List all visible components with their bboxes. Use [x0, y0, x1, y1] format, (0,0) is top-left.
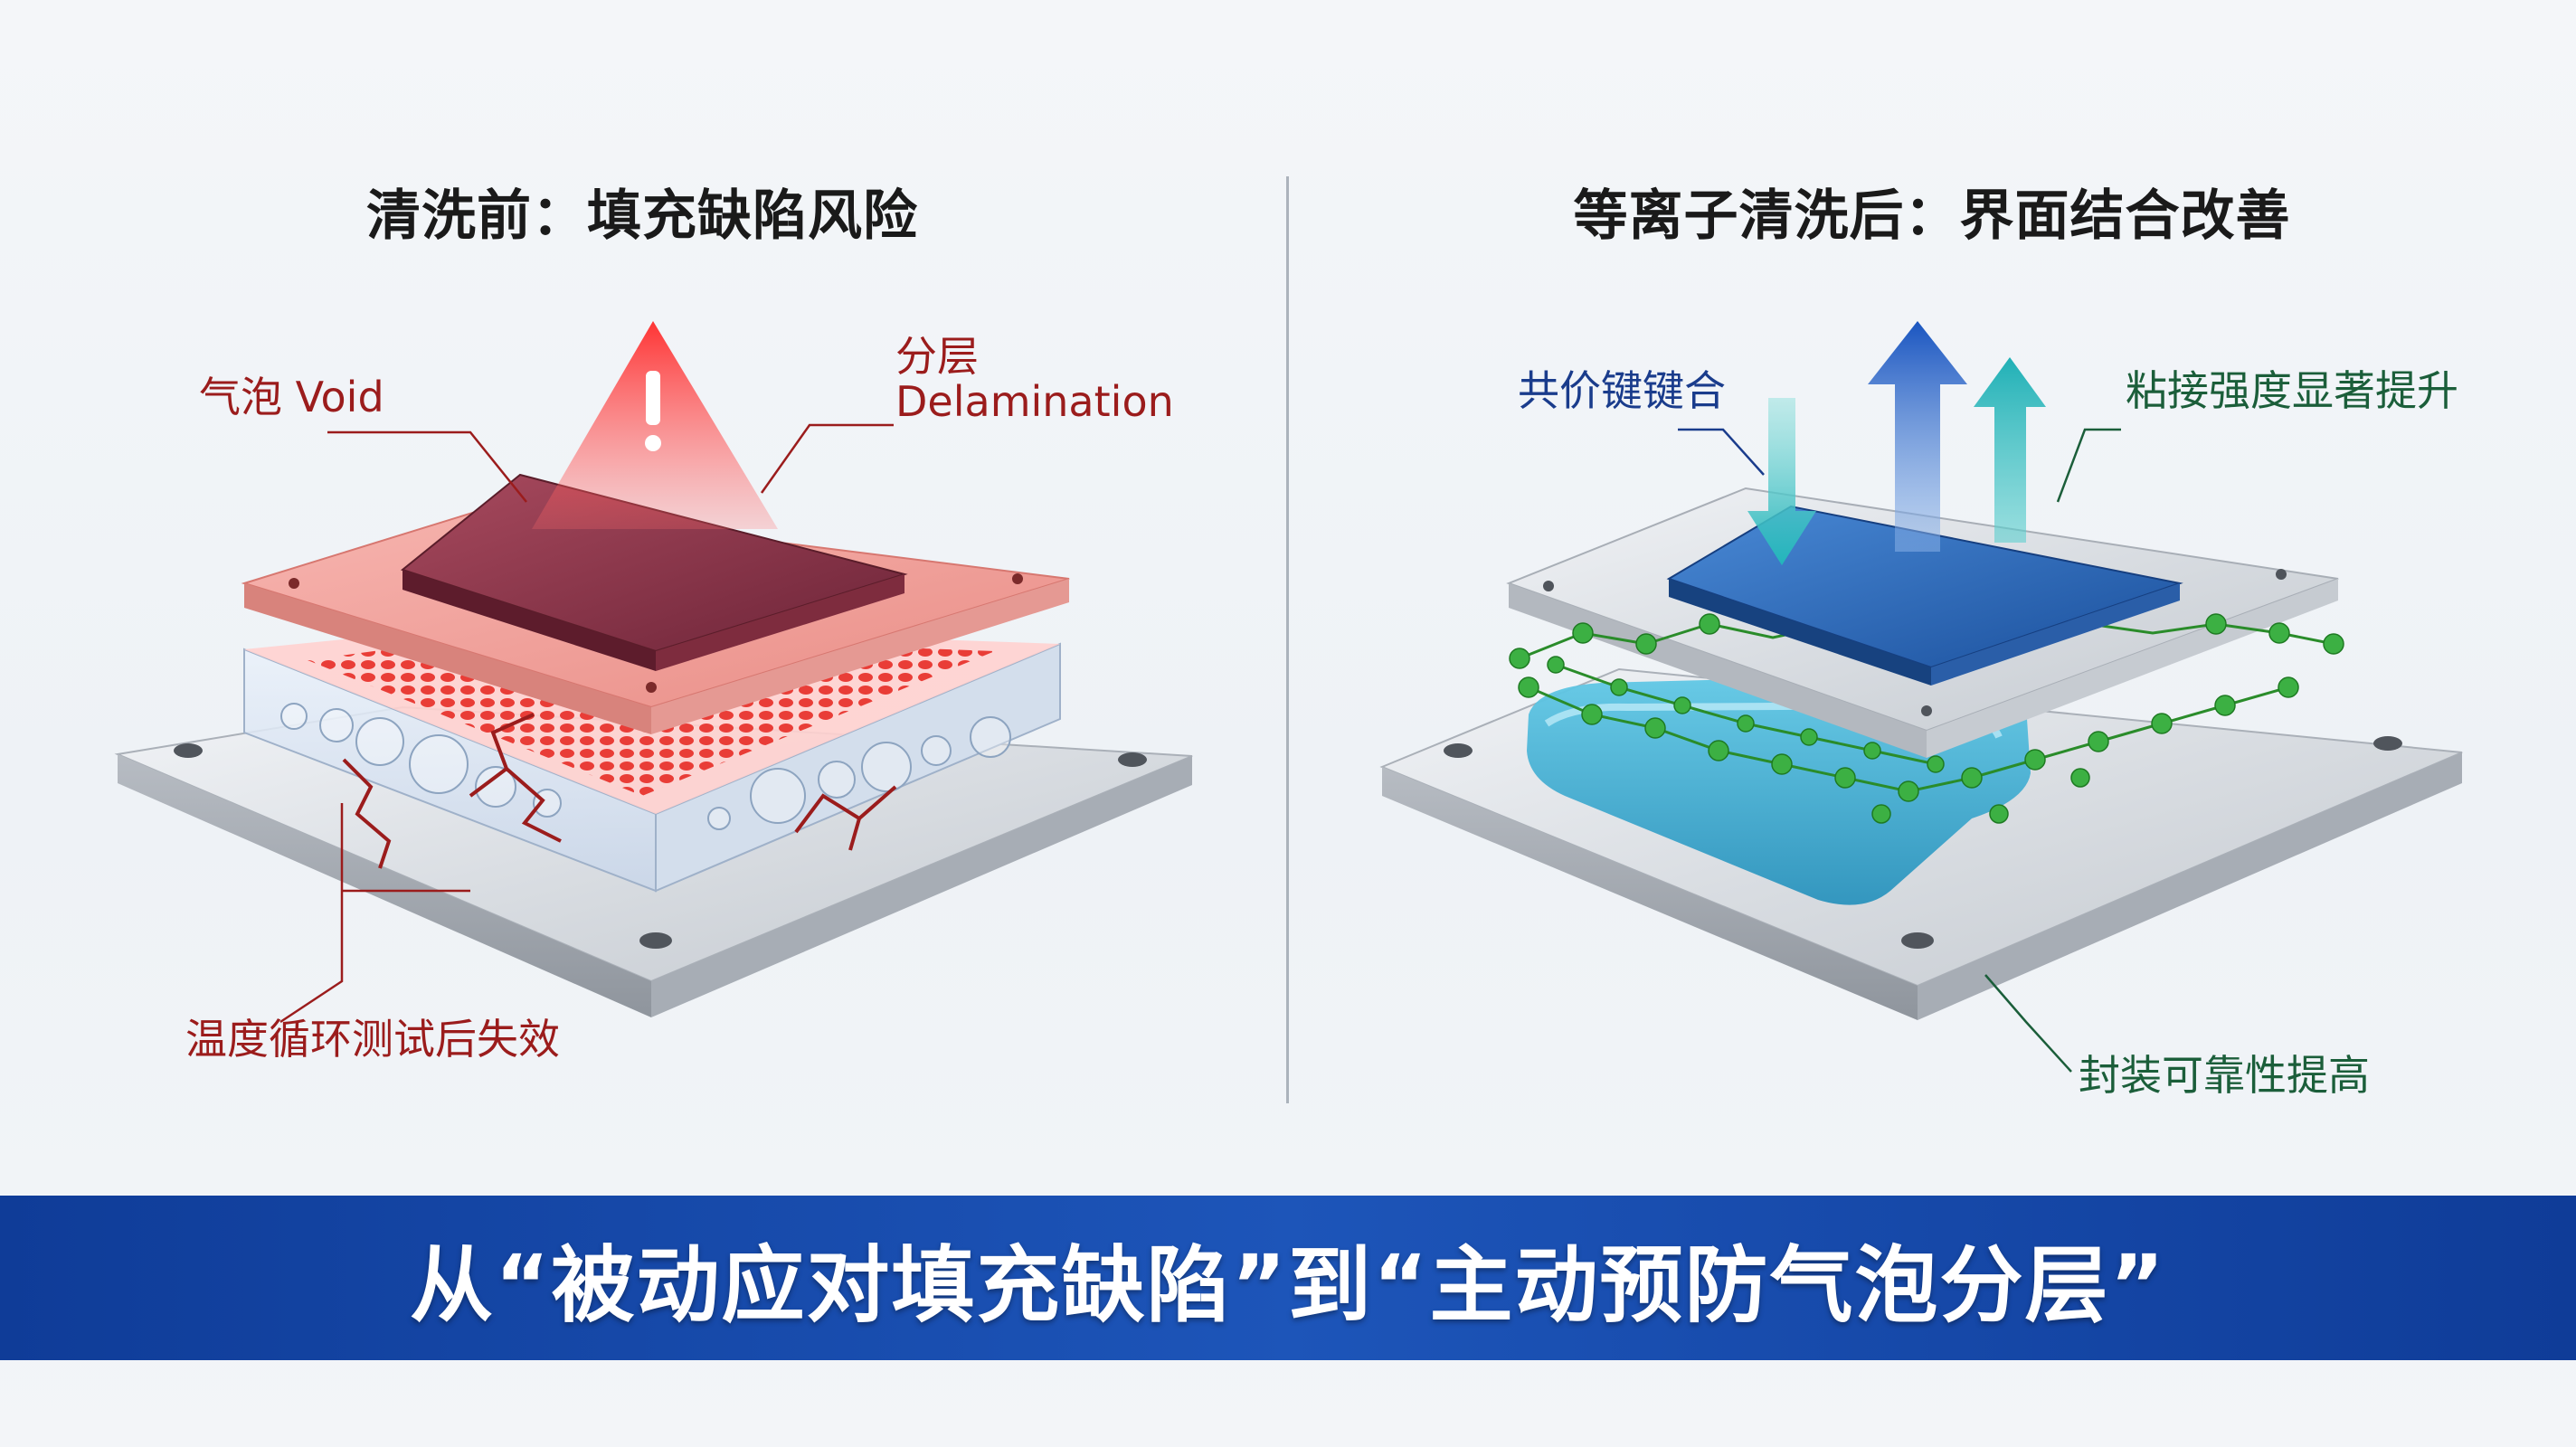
arrow-up-icon	[1868, 321, 2046, 552]
callout-reliability: 封装可靠性提高	[2079, 1051, 2370, 1100]
callout-adhesion: 粘接强度显著提升	[2126, 366, 2458, 415]
right-leader-lines	[1678, 428, 2121, 1073]
callout-void: 气泡 Void	[199, 373, 384, 421]
warning-icon	[532, 321, 778, 529]
bottom-banner: 从“被动应对填充缺陷”到“主动预防气泡分层”	[0, 1196, 2576, 1360]
callout-delamination-en: Delamination	[895, 377, 1174, 426]
panel-divider	[1286, 176, 1289, 1103]
right-panel-title: 等离子清洗后：界面结合改善	[1573, 184, 2291, 248]
banner-text: 从“被动应对填充缺陷”到“主动预防气泡分层”	[410, 1236, 2166, 1334]
left-leader-lines	[279, 423, 894, 1024]
right-die	[1666, 505, 2183, 686]
left-panel-title: 清洗前：填充缺陷风险	[366, 184, 918, 248]
molecular-chain	[1509, 613, 2344, 824]
callout-delamination-cn: 分层	[895, 332, 979, 381]
callout-covalent-bond: 共价键键合	[1518, 366, 1726, 415]
callout-failure: 温度循环测试后失效	[185, 1015, 560, 1064]
arrow-down-icon	[1747, 398, 1816, 565]
left-die	[400, 473, 908, 671]
